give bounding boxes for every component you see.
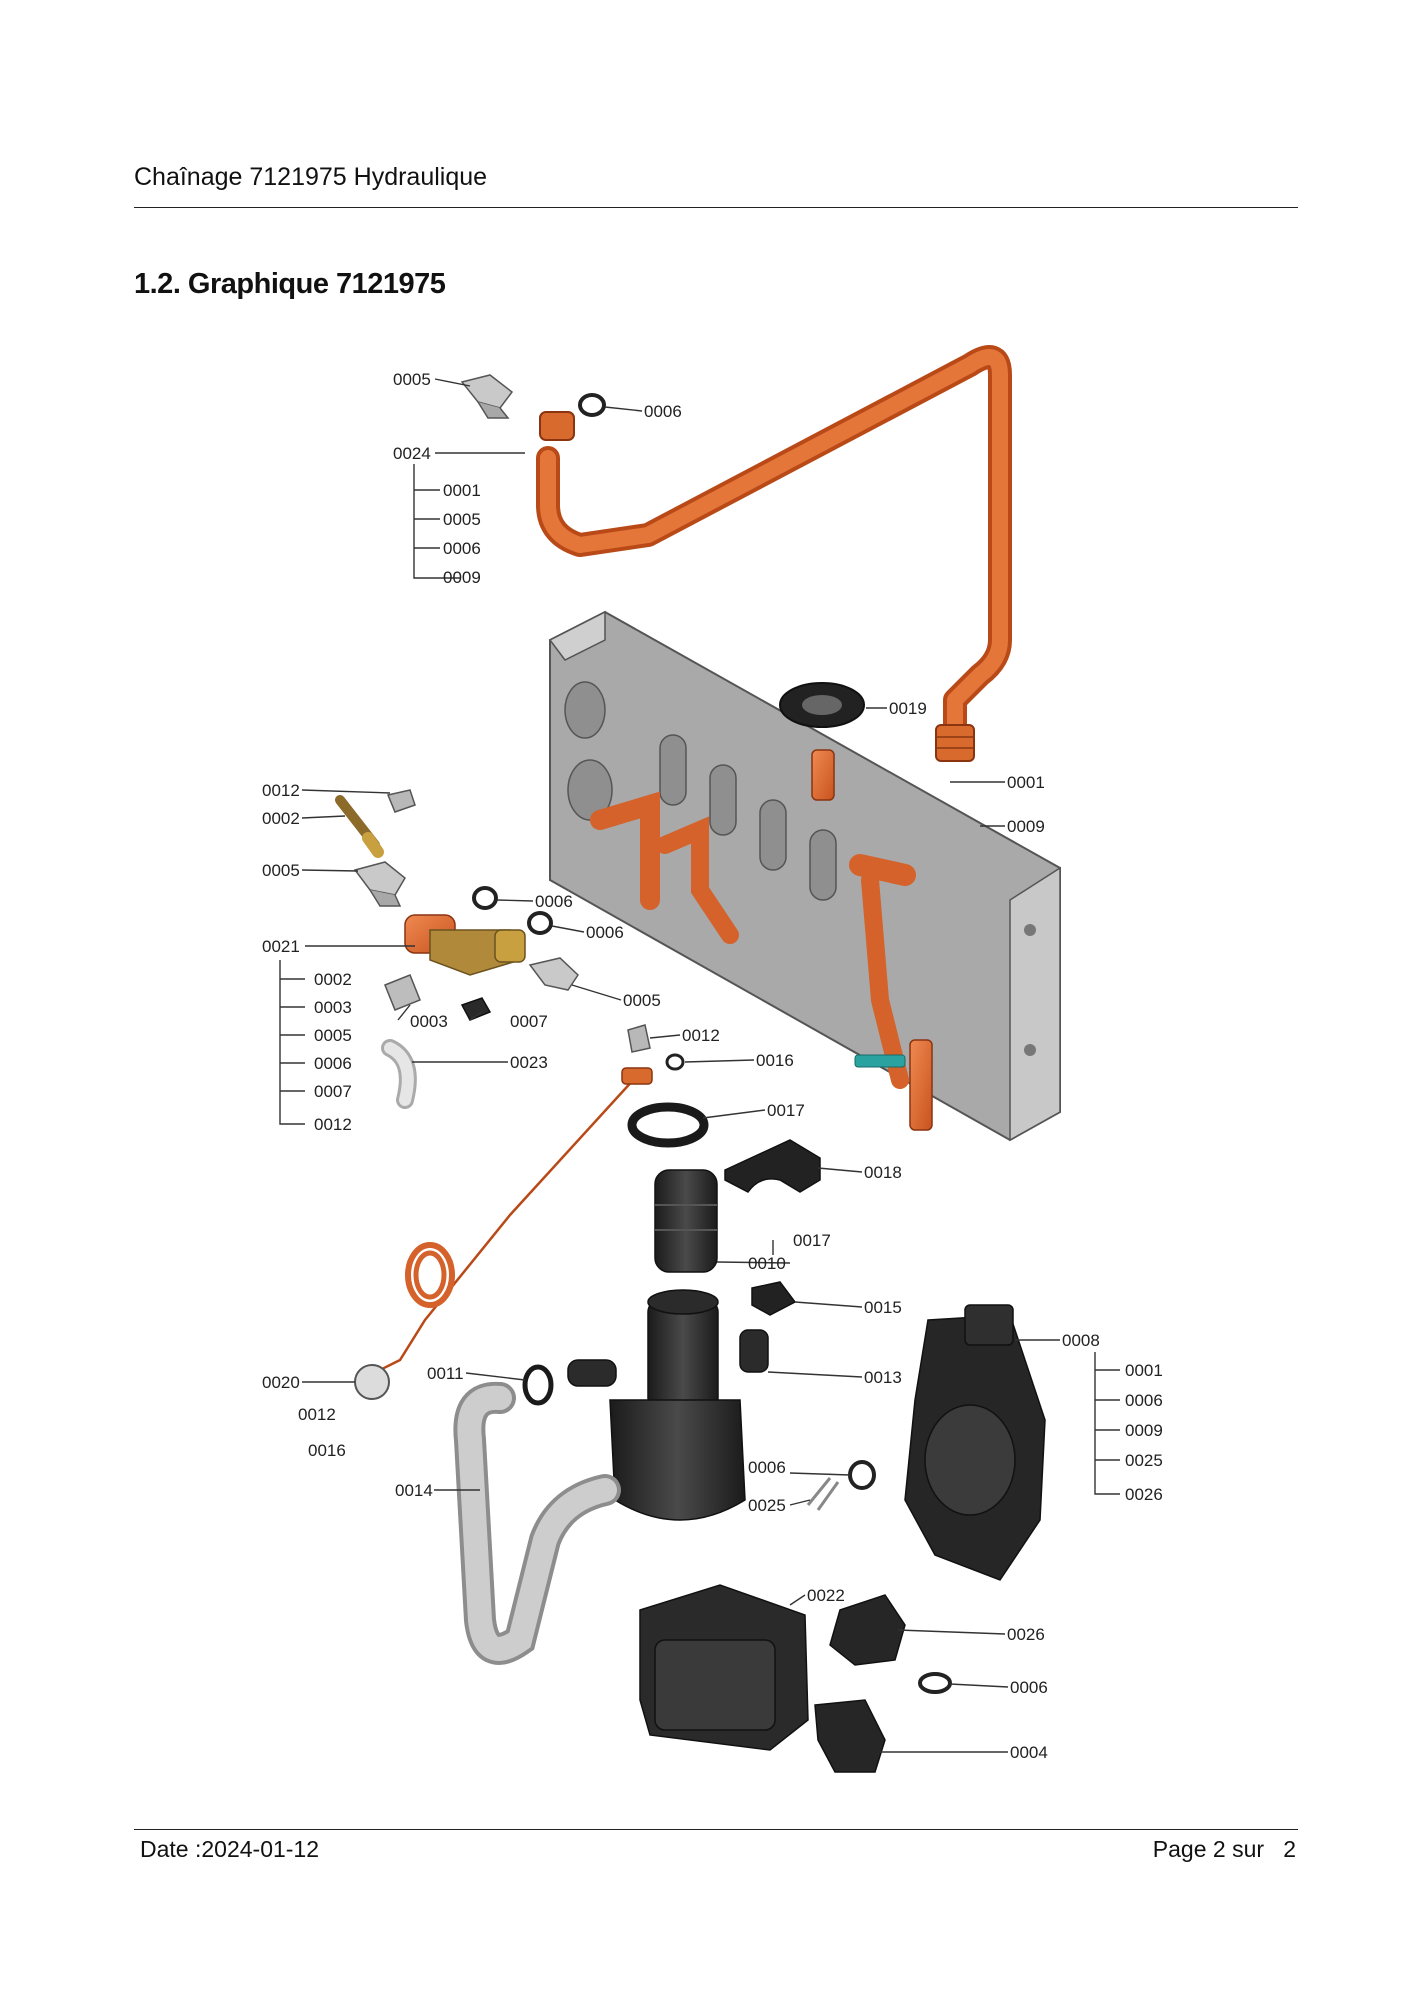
- callout-0016-mid: 0016: [756, 1051, 794, 1070]
- callout-0007: 0007: [510, 1012, 548, 1031]
- callout-0013: 0013: [864, 1368, 902, 1387]
- callout-0021-sub-0002: 0002: [314, 970, 352, 989]
- callout-0026: 0026: [1007, 1625, 1045, 1644]
- callout-0024-sub-0001: 0001: [443, 481, 481, 500]
- sensor-0002: [335, 795, 384, 858]
- pipe-0024: [536, 345, 1012, 762]
- callout-0017-a: 0017: [767, 1101, 805, 1120]
- clip-0011: [522, 1364, 554, 1406]
- frame-plate: [548, 610, 1061, 1142]
- callout-0025: 0025: [748, 1496, 786, 1515]
- callout-0021: 0021: [262, 937, 300, 956]
- callout-0001-right: 0001: [1007, 773, 1045, 792]
- callout-0024-sub-0009: 0009: [443, 568, 481, 587]
- callout-0021-sub-0012: 0012: [314, 1115, 352, 1134]
- callout-0008-sub-0001: 0001: [1125, 1361, 1163, 1380]
- header-divider: [134, 207, 1298, 208]
- clip-0012-center: [627, 1024, 651, 1053]
- pump-housing-0008: [904, 1304, 1046, 1581]
- callout-0012-left: 0012: [262, 781, 300, 800]
- footer-date: Date :2024-01-12: [140, 1836, 320, 1862]
- manifold-0013: [567, 1289, 769, 1521]
- callout-0015: 0015: [864, 1298, 902, 1317]
- callout-0018: 0018: [864, 1163, 902, 1182]
- callout-0008-sub-0009: 0009: [1125, 1421, 1163, 1440]
- callout-0006-d: 0006: [1010, 1678, 1048, 1697]
- footer-page-number: Page 2 sur 2: [1152, 1836, 1296, 1862]
- callout-0006-b: 0006: [586, 923, 624, 942]
- o-rings-0006-left: [472, 886, 553, 935]
- document-header-title: Chaînage 7121975 Hydraulique: [134, 163, 488, 191]
- valve-body-0021: [404, 914, 526, 976]
- clip-0005-left: [353, 861, 406, 907]
- o-ring-0006-lower: [848, 1460, 876, 1490]
- clamp-0017: [627, 1102, 709, 1148]
- bracket-0018: [724, 1139, 821, 1193]
- fitting-0003: [384, 974, 421, 1011]
- callout-0021-sub-0003: 0003: [314, 998, 352, 1017]
- o-ring-0016-center: [665, 1053, 685, 1071]
- callout-0008-sub-0025: 0025: [1125, 1451, 1163, 1470]
- section-title: 1.2. Graphique 7121975: [134, 268, 446, 300]
- part-0026: [829, 1594, 906, 1666]
- callout-0020-sub-0016: 0016: [308, 1441, 346, 1460]
- o-ring-0006-bottom: [918, 1672, 952, 1694]
- callout-0006-a: 0006: [535, 892, 573, 911]
- callout-0005-left: 0005: [262, 861, 300, 880]
- callout-0021-sub-0006: 0006: [314, 1054, 352, 1073]
- callout-0006-top: 0006: [644, 402, 682, 421]
- leader-lines: [279, 378, 1120, 1753]
- pump-motor-0022: [639, 1584, 809, 1751]
- callout-0020: 0020: [262, 1373, 300, 1392]
- callout-0009-right: 0009: [1007, 817, 1045, 836]
- callout-0022: 0022: [807, 1586, 845, 1605]
- gasket-0019: [779, 682, 865, 728]
- cap-0015: [751, 1281, 797, 1316]
- callout-0006-c: 0006: [748, 1458, 786, 1477]
- hose-0023: [381, 1039, 417, 1109]
- callout-0024: 0024: [393, 444, 431, 463]
- callout-0011: 0011: [427, 1364, 464, 1383]
- callout-0014: 0014: [395, 1481, 433, 1500]
- callout-0024-sub-0006: 0006: [443, 539, 481, 558]
- part-0007: [460, 997, 492, 1021]
- clip-0025: [806, 1477, 840, 1511]
- callout-0005-top: 0005: [393, 370, 431, 389]
- callout-0003: 0003: [410, 1012, 448, 1031]
- callout-0020-sub-0012: 0012: [298, 1405, 336, 1424]
- callout-0021-sub-0007: 0007: [314, 1082, 352, 1101]
- capillary-sensor-0020: [354, 1067, 653, 1400]
- callout-0002-left: 0002: [262, 809, 300, 828]
- clip-0005-mid: [528, 957, 579, 991]
- callout-0010: 0010: [748, 1254, 786, 1273]
- callout-0008-sub-0026: 0026: [1125, 1485, 1163, 1504]
- callout-0017-b: 0017: [793, 1231, 831, 1250]
- o-ring-0006-top: [578, 393, 606, 417]
- callout-0008-sub-0006: 0006: [1125, 1391, 1163, 1410]
- callout-0019: 0019: [889, 699, 927, 718]
- footer-divider: [134, 1829, 1298, 1830]
- part-0004: [814, 1699, 886, 1773]
- sensor-clip-0012: [386, 789, 416, 813]
- connector-0010: [654, 1169, 718, 1273]
- callout-0021-sub-0005: 0005: [314, 1026, 352, 1045]
- callout-0024-sub-0005: 0005: [443, 510, 481, 529]
- internal-pipes: [590, 749, 933, 1131]
- callout-labels: 0005 0006 0024 0001 0005 0006 0009 0019 …: [262, 370, 1163, 1762]
- callout-0008: 0008: [1062, 1331, 1100, 1350]
- callout-0005-mid: 0005: [623, 991, 661, 1010]
- callout-0023: 0023: [510, 1053, 548, 1072]
- callout-0004: 0004: [1010, 1743, 1048, 1762]
- clip-0005-top: [460, 374, 514, 419]
- callout-0012-mid: 0012: [682, 1026, 720, 1045]
- hose-0014: [453, 1381, 621, 1665]
